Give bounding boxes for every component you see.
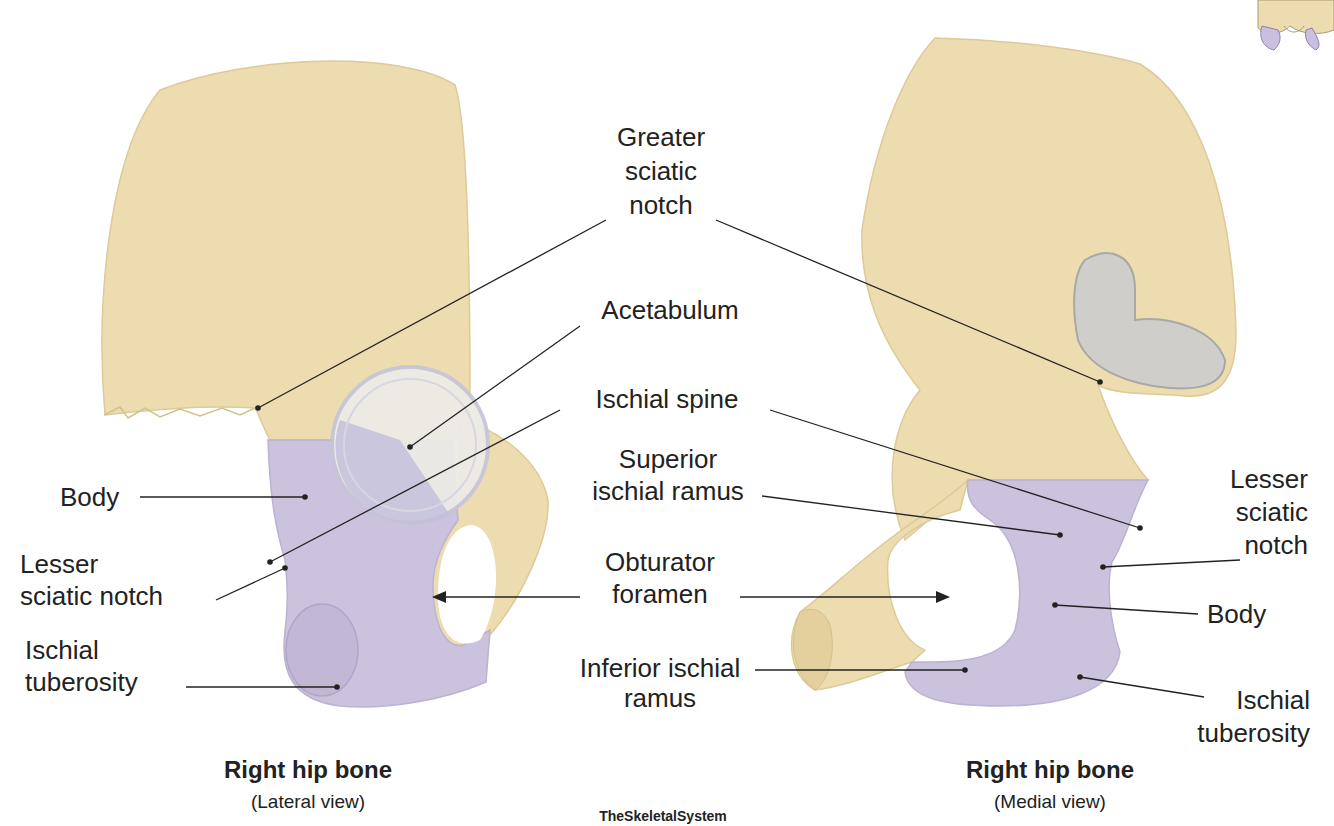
leader-lines	[140, 220, 1240, 697]
medial-hip-bone	[792, 38, 1236, 706]
watermark: TheSkeletalSystem	[563, 808, 763, 824]
structure-label: Ischial tuberosity	[25, 634, 165, 698]
structure-label: Body	[1207, 598, 1287, 630]
pelvis-icon	[1258, 0, 1334, 50]
structure-label: Superior ischial ramus	[581, 443, 756, 507]
structure-label: Acetabulum	[560, 294, 780, 326]
view-title: Right hip bone	[920, 756, 1180, 784]
view-subtitle: (Lateral view)	[178, 790, 438, 814]
structure-label: Ischial spine	[547, 383, 787, 415]
view-subtitle: (Medial view)	[920, 790, 1180, 814]
structure-label: Ischial tuberosity	[1160, 684, 1310, 750]
leader-dots	[255, 379, 1143, 690]
structure-label: Lesser sciatic notch	[20, 548, 170, 612]
structure-label: Lesser sciatic notch	[1208, 463, 1308, 562]
structure-label: Body	[60, 481, 140, 513]
structure-label: Greater sciatic notch	[601, 120, 721, 222]
view-title: Right hip bone	[178, 756, 438, 784]
structure-label: Inferior ischial ramus	[558, 653, 763, 713]
structure-label: Obturator foramen	[585, 546, 735, 610]
lateral-hip-bone	[102, 61, 548, 707]
